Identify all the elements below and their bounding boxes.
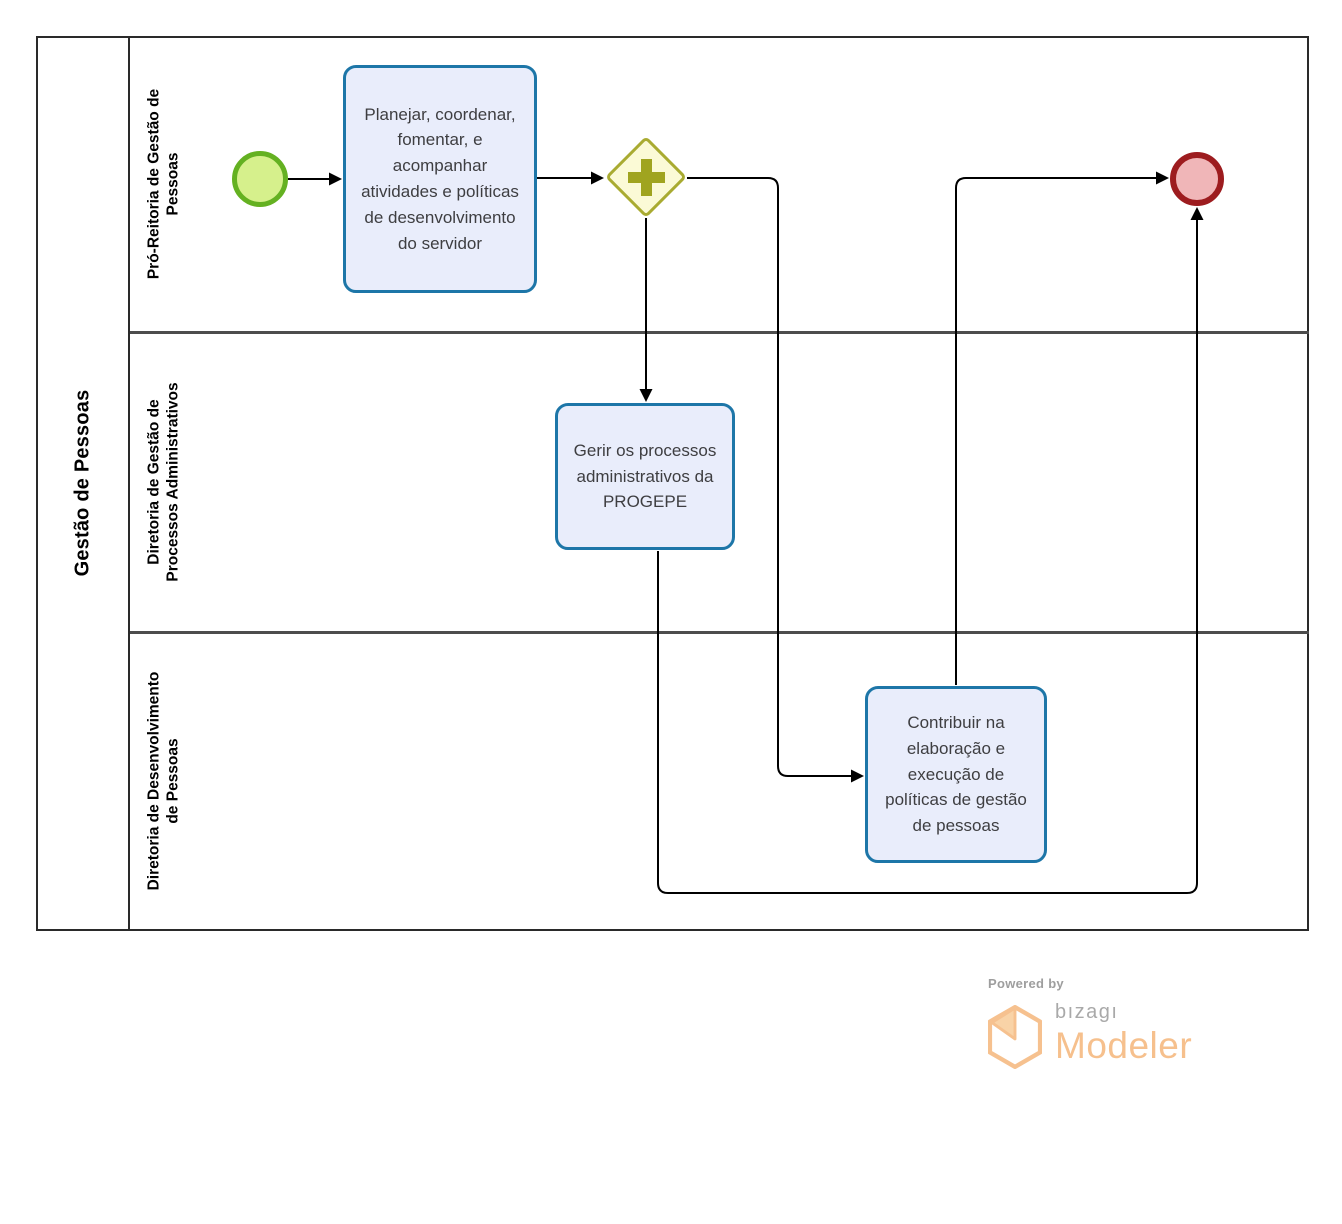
gateway-plus-icon: [641, 159, 652, 196]
task-planejar[interactable]: Planejar, coordenar, fomentar, e acompan…: [343, 65, 537, 293]
lane-label-diretoria-processos: Diretoria de Gestão de Processos Adminis…: [145, 382, 182, 582]
task-planejar-label: Planejar, coordenar, fomentar, e acompan…: [361, 104, 519, 253]
modeler-product-text[interactable]: Modeler: [1055, 1025, 1193, 1066]
task-gerir-processos[interactable]: Gerir os processos administrativos da PR…: [555, 403, 735, 550]
lane-label-diretoria-desenvolvimento: Diretoria de Desenvolvimento de Pessoas: [145, 671, 182, 891]
bizagi-footer: Powered by bızagı Modeler: [988, 976, 1192, 1069]
lane-label-pro-reitoria: Pró-Reitoria de Gestão de Pessoas: [145, 88, 182, 280]
start-event[interactable]: [232, 151, 288, 207]
powered-by-text: Powered by: [988, 976, 1064, 991]
task-contribuir-label: Contribuir na elaboração e execução de p…: [885, 712, 1027, 836]
bizagi-hexagon-icon[interactable]: [988, 1005, 1042, 1069]
lane-divider-1: [130, 331, 1309, 334]
task-contribuir[interactable]: Contribuir na elaboração e execução de p…: [865, 686, 1047, 863]
pool-label: Gestão de Pessoas: [71, 389, 94, 577]
task-gerir-processos-label: Gerir os processos administrativos da PR…: [573, 440, 717, 512]
end-event[interactable]: [1170, 152, 1224, 206]
lane-divider-2: [130, 631, 1309, 634]
pool-header-band: [36, 36, 130, 931]
bizagi-brand-text[interactable]: bızagı: [1055, 1001, 1119, 1023]
